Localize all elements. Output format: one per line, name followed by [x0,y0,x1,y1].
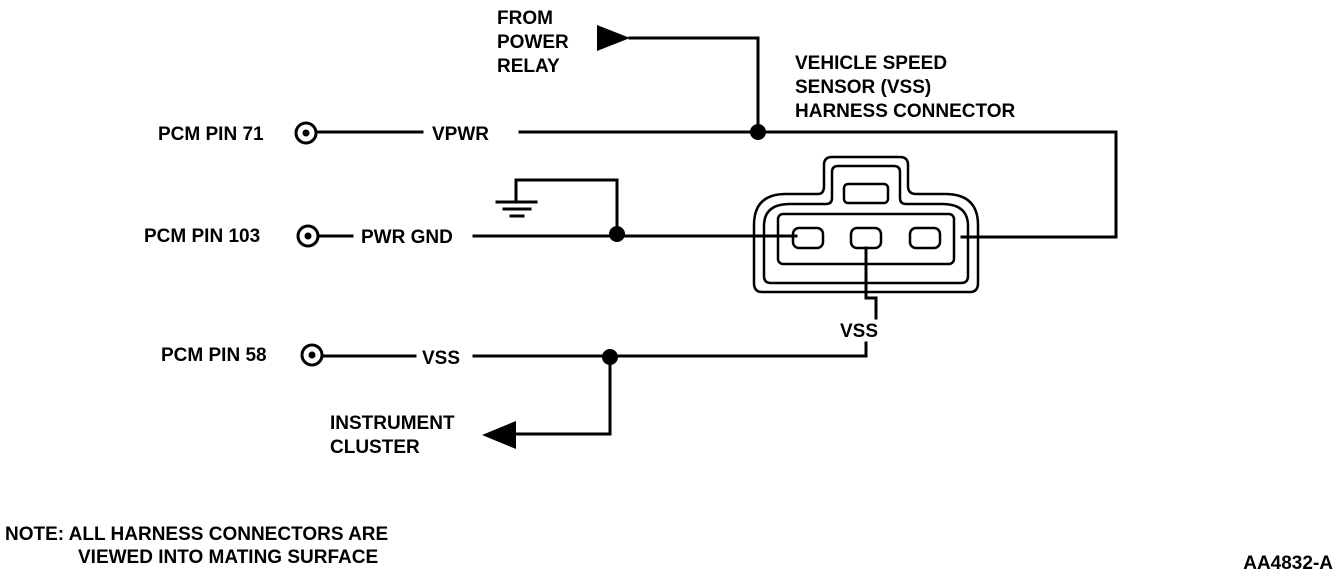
vpwr-wire-right [518,130,1118,239]
connector-title-line2: SENSOR (VSS) [795,77,931,98]
instrument-cluster-label-line1: INSTRUMENT [330,413,455,434]
pcm-pin-103-terminal-icon [296,224,320,248]
pcm-pin-58-label: PCM PIN 58 [161,345,267,366]
vss-signal-label: VSS [422,348,460,369]
power-relay-arrow-icon [597,25,630,51]
vpwr-splice-icon [750,124,766,140]
power-relay-label-line3: RELAY [497,56,560,77]
instrument-cluster-label-line2: CLUSTER [330,437,420,458]
note-line2: VIEWED INTO MATING SURFACE [78,547,378,568]
connector-title-line3: HARNESS CONNECTOR [795,101,1016,122]
vpwr-signal-label: VPWR [432,124,489,145]
pwr-gnd-signal-label: PWR GND [361,227,453,248]
pcm-pin-103-label: PCM PIN 103 [144,226,260,247]
vss-terminal-lead [864,246,878,320]
pcm-pin-71-terminal-icon [294,121,318,145]
pwr-gnd-splice-icon [609,226,625,242]
instrument-cluster-arrow-icon [482,421,516,449]
note-line1: NOTE: ALL HARNESS CONNECTORS ARE [5,524,388,545]
power-relay-feed [597,25,760,134]
pcm-pin-58-terminal-icon [300,343,324,367]
figure-id: AA4832-A [1243,553,1333,574]
pcm-pin-71-label: PCM PIN 71 [158,124,264,145]
power-relay-wire [628,36,760,134]
ground-symbol-icon [495,200,538,218]
power-relay-label-line1: FROM [497,8,553,29]
instrument-cluster-wire [512,355,612,436]
connector-title-line1: VEHICLE SPEED [795,53,947,74]
vss-terminal-label: VSS [840,321,878,342]
ground-wire [514,178,619,238]
vss-wire-right [472,341,868,358]
power-relay-label-line2: POWER [497,32,569,53]
